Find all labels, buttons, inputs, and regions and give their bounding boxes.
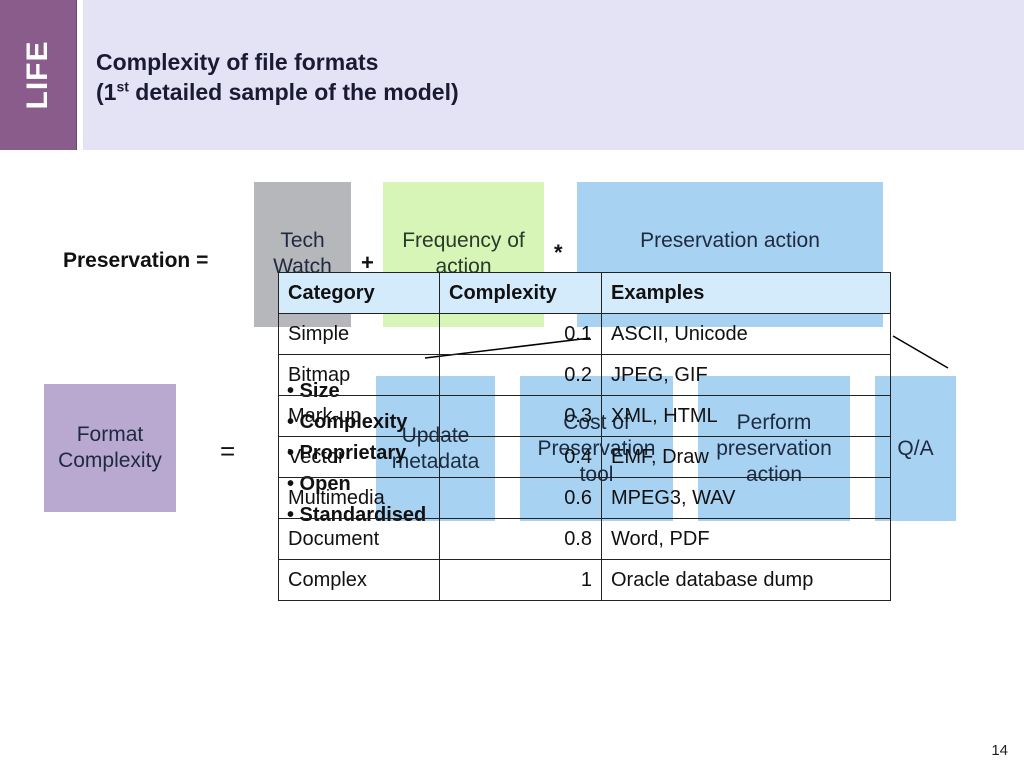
table-cell: XML, HTML <box>601 395 891 437</box>
table-cell: Oracle database dump <box>601 559 891 601</box>
table-row: Simple 0.1 ASCII, Unicode <box>278 313 891 355</box>
table-header-row: Category Complexity Examples <box>278 272 891 314</box>
table-cell: Complex <box>278 559 440 601</box>
title-line-2-prefix: (1 <box>96 79 117 105</box>
plus-operator: + <box>361 250 374 275</box>
table-cell: Multimedia <box>278 477 440 519</box>
title-superscript: st <box>116 78 129 95</box>
table-cell: 1 <box>439 559 602 601</box>
page-number: 14 <box>991 742 1008 759</box>
table-cell: EMF, Draw <box>601 436 891 478</box>
title-line-2: (1st detailed sample of the model) <box>96 77 459 107</box>
preservation-label: Preservation = <box>63 249 209 272</box>
table-cell: MPEG3, WAV <box>601 477 891 519</box>
slide-title: Complexity of file formats (1st detailed… <box>96 47 459 107</box>
table-row: Complex 1 Oracle database dump <box>278 559 891 601</box>
table-cell: Vector <box>278 436 440 478</box>
table-cell: Word, PDF <box>601 518 891 560</box>
title-line-2-suffix: detailed sample of the model) <box>128 79 459 105</box>
table-row: Vector 0.4 EMF, Draw <box>278 436 891 478</box>
complexity-table: Category Complexity Examples Simple 0.1 … <box>278 272 891 601</box>
equals-operator: = <box>220 436 236 466</box>
table-row: Mark-up 0.3 XML, HTML <box>278 395 891 437</box>
column-header-complexity: Complexity <box>439 272 602 314</box>
table-cell: JPEG, GIF <box>601 354 891 396</box>
brand-tab: LIFE <box>0 0 77 150</box>
header-divider <box>77 0 83 150</box>
header-band <box>0 0 1024 150</box>
table-cell: 0.2 <box>439 354 602 396</box>
table-cell: Mark-up <box>278 395 440 437</box>
table-cell: Simple <box>278 313 440 355</box>
table-cell: Bitmap <box>278 354 440 396</box>
table-cell: 0.6 <box>439 477 602 519</box>
column-header-examples: Examples <box>601 272 891 314</box>
table-row: Multimedia 0.6 MPEG3, WAV <box>278 477 891 519</box>
table-cell: 0.8 <box>439 518 602 560</box>
table-cell: Document <box>278 518 440 560</box>
table-cell: 0.4 <box>439 436 602 478</box>
times-operator: * <box>554 240 563 265</box>
table-row: Bitmap 0.2 JPEG, GIF <box>278 354 891 396</box>
table-cell: ASCII, Unicode <box>601 313 891 355</box>
format-complexity-box: Format Complexity <box>44 384 176 512</box>
column-header-category: Category <box>278 272 440 314</box>
table-cell: 0.1 <box>439 313 602 355</box>
right-connector-line <box>892 335 949 369</box>
table-row: Document 0.8 Word, PDF <box>278 518 891 560</box>
table-cell: 0.3 <box>439 395 602 437</box>
title-line-1: Complexity of file formats <box>96 49 379 75</box>
